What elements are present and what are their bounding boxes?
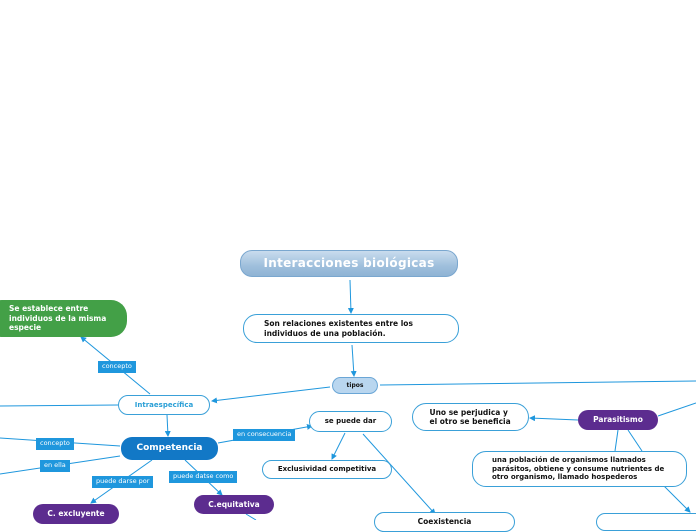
parasitismo-label: Parasitismo (593, 415, 643, 425)
se-puede-dar-node[interactable]: se puede dar (309, 411, 392, 432)
puede-datse-como-label: puede datse como (169, 471, 238, 483)
c-equitativa-node[interactable]: C.equitativa (194, 495, 274, 514)
tipos-label: tipos (346, 381, 364, 389)
definition-text: Son relaciones existentes entre los indi… (264, 319, 413, 338)
se-puede-dar-label: se puede dar (324, 417, 377, 426)
definition-node[interactable]: Son relaciones existentes entre los indi… (243, 314, 459, 343)
competencia-node[interactable]: Competencia (121, 437, 218, 460)
competencia-label: Competencia (136, 442, 203, 453)
exclusividad-label: Exclusividad competitiva (277, 465, 377, 474)
c-equitativa-label: C.equitativa (208, 499, 260, 509)
intra-concept-text: Se establece entre individuos de la mism… (9, 304, 107, 333)
intra-concept-node[interactable]: Se establece entre individuos de la mism… (0, 300, 127, 337)
c-excluyente-node[interactable]: C. excluyente (33, 504, 119, 524)
uno-perjudica-node[interactable]: Uno se perjudica y el otro se beneficia (412, 403, 529, 431)
parasito-definition-node[interactable]: una población de organismos llamados par… (472, 451, 687, 487)
intraespecifica-node[interactable]: Intraespecífica (118, 395, 210, 415)
parasito-definition-text: una población de organismos llamados par… (492, 455, 665, 482)
concepto-label-2: concepto (36, 438, 74, 450)
uno-perjudica-text: Uno se perjudica y el otro se beneficia (429, 407, 511, 426)
partial-node-bottom-right[interactable] (596, 513, 696, 531)
exclusividad-node[interactable]: Exclusividad competitiva (262, 460, 392, 479)
c-excluyente-label: C. excluyente (47, 509, 105, 519)
coexistencia-node-partial[interactable]: Coexistencia (374, 512, 515, 532)
coexistencia-label: Coexistencia (417, 517, 472, 526)
tipos-node[interactable]: tipos (332, 377, 378, 394)
intraespecifica-label: Intraespecífica (134, 400, 194, 409)
main-topic-node[interactable]: Interacciones biológicas (240, 250, 458, 277)
en-ella-label: en ella (40, 460, 70, 472)
concepto-label-1: concepto (98, 361, 136, 373)
puede-darse-por-label: puede darse por (92, 476, 154, 488)
en-consecuencia-label: en consecuencia (233, 429, 296, 441)
parasitismo-node[interactable]: Parasitismo (578, 410, 658, 430)
main-topic-label: Interacciones biológicas (263, 256, 435, 270)
